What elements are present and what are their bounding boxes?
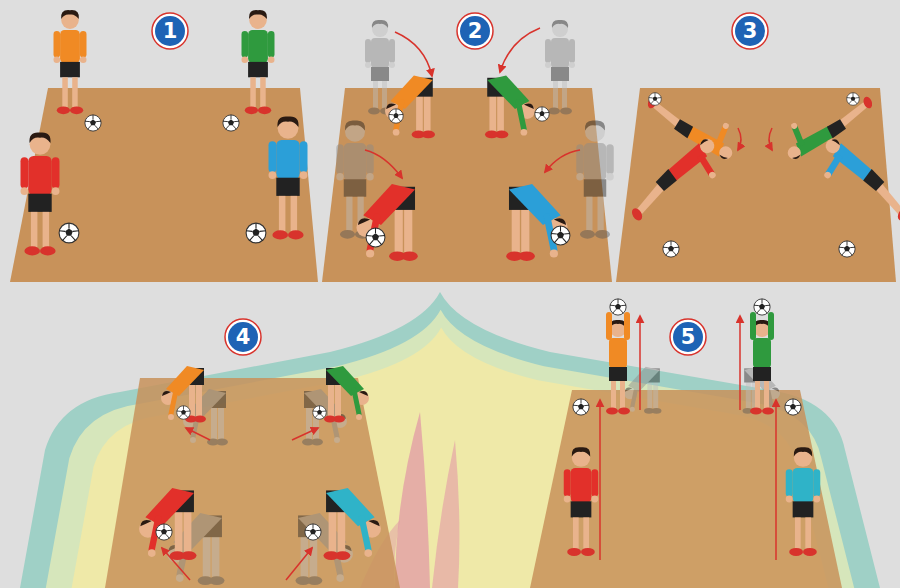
callout-discs [152,13,768,355]
callout-number: 2 [460,16,490,46]
step-two-players [336,20,614,261]
callout-number: 5 [673,322,703,352]
step-five-players [564,299,821,560]
callout-number: 3 [735,16,765,46]
floor-panels [10,88,896,588]
step-one-players [21,10,308,255]
callout-number: 4 [228,322,258,352]
step-four-players [139,366,381,585]
decorative-background [20,292,880,588]
step-three-players [618,93,900,257]
callout-number: 1 [155,16,185,46]
